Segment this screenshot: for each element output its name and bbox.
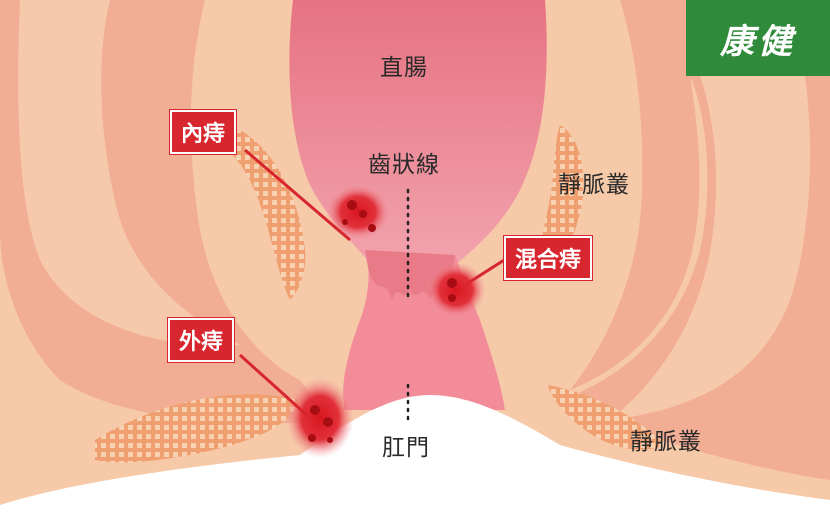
left-muscle-inner	[18, 0, 241, 346]
label-rectum: 直腸	[380, 55, 428, 81]
external-leader	[238, 353, 312, 420]
brand-logo: 康健	[686, 0, 830, 76]
tag-internal-hemorrhoid: 內痔	[170, 110, 237, 154]
internal-hemorrhoid	[326, 184, 390, 240]
mixed-hemorrhoid	[426, 262, 486, 318]
tag-mixed-hemorrhoid: 混合痔	[504, 236, 593, 280]
internal-leader	[244, 148, 351, 242]
external-hemorrhoid	[286, 378, 354, 458]
plexus-right-lower	[548, 385, 665, 450]
label-dentate-line: 齒狀線	[368, 152, 440, 178]
label-plexus-lower: 靜脈叢	[630, 429, 702, 455]
plexus-left-lower	[95, 394, 300, 463]
tag-external-hemorrhoid: 外痔	[168, 318, 235, 362]
label-anus: 肛門	[382, 435, 430, 461]
anus-opening	[0, 395, 830, 530]
right-muscle-band	[570, 0, 700, 390]
label-plexus-upper: 靜脈叢	[558, 172, 630, 198]
right-muscle-inner	[610, 76, 810, 420]
plexus-left-upper	[225, 130, 306, 300]
left-muscle-core	[118, 0, 175, 230]
